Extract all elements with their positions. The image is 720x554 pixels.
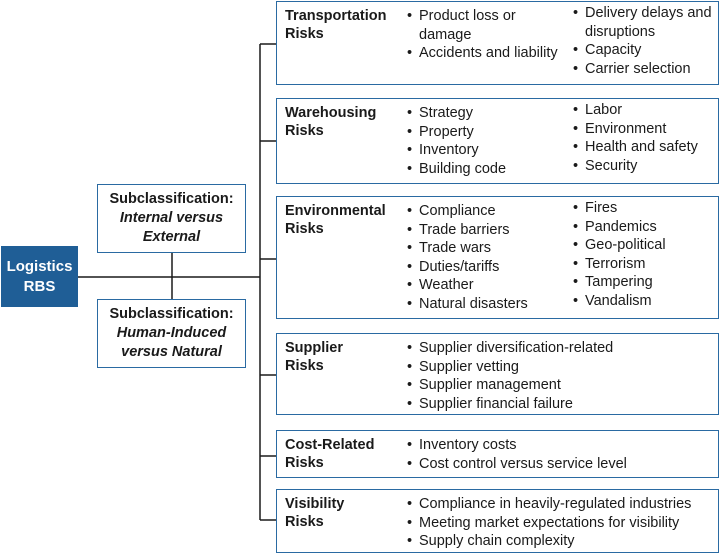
risk-list-col1: ComplianceTrade barriersTrade warsDuties… (407, 202, 562, 313)
risk-item: Security (573, 157, 718, 176)
risk-item: Terrorism (573, 255, 718, 274)
category-title: Warehousing Risks (285, 105, 377, 139)
risk-item: Weather (407, 276, 562, 295)
risk-item: Carrier selection (573, 60, 718, 79)
risk-item: Cost control versus service level (407, 455, 717, 474)
subclass-title: Subclassification: (109, 191, 234, 207)
subclass-internal-external: Subclassification: Internal versus Exter… (97, 184, 246, 253)
category-box-supplier: Supplier Risks Supplier diversification-… (276, 333, 719, 415)
risk-item: Property (407, 123, 562, 142)
category-title: Environmental Risks (285, 203, 386, 237)
category-box-cost: Cost-Related Risks Inventory costsCost c… (276, 430, 719, 478)
risk-item: Inventory costs (407, 436, 717, 455)
risk-list-col1: Compliance in heavily-regulated industri… (407, 495, 717, 551)
risk-item: Tampering (573, 273, 718, 292)
risk-list-col2: Delivery delays and disruptionsCapacityC… (573, 4, 718, 78)
risk-item: Trade barriers (407, 221, 562, 240)
risk-item: Supplier diversification-related (407, 339, 717, 358)
risk-item: Health and safety (573, 138, 718, 157)
risk-item: Fires (573, 199, 718, 218)
category-box-transportation: Transportation Risks Product loss or dam… (276, 1, 719, 85)
risk-item: Natural disasters (407, 295, 562, 314)
risk-list-col1: Supplier diversification-relatedSupplier… (407, 339, 717, 413)
risk-item: Compliance (407, 202, 562, 221)
risk-item: Labor (573, 101, 718, 120)
category-box-warehousing: Warehousing Risks StrategyPropertyInvent… (276, 98, 719, 184)
risk-item: Meeting market expectations for visibili… (407, 514, 717, 533)
risk-item: Vandalism (573, 292, 718, 311)
risk-item: Delivery delays and disruptions (573, 4, 718, 41)
risk-item: Compliance in heavily-regulated industri… (407, 495, 717, 514)
category-title: Cost-Related Risks (285, 437, 375, 471)
risk-item: Strategy (407, 104, 562, 123)
subclass-human-natural: Subclassification: Human-Induced versus … (97, 299, 246, 368)
category-title: Supplier Risks (285, 340, 344, 374)
risk-item: Supplier management (407, 376, 717, 395)
risk-list-col1: StrategyPropertyInventoryBuilding code (407, 104, 562, 178)
risk-list-col1: Inventory costsCost control versus servi… (407, 436, 717, 473)
subclass-title: Subclassification: (109, 306, 234, 322)
risk-item: Capacity (573, 41, 718, 60)
risk-item: Duties/tariffs (407, 258, 562, 277)
risk-item: Inventory (407, 141, 562, 160)
risk-item: Trade wars (407, 239, 562, 258)
category-title: Transportation Risks (285, 8, 387, 42)
risk-item: Supply chain complexity (407, 532, 717, 551)
logistics-rbs-root: Logistics RBS (1, 246, 78, 307)
subclass-subtitle: Internal versus External (119, 210, 224, 245)
risk-item: Environment (573, 120, 718, 139)
subclass-subtitle: Human-Induced versus Natural (116, 325, 227, 360)
risk-item: Supplier financial failure (407, 395, 717, 414)
risk-item: Supplier vetting (407, 358, 717, 377)
risk-item: Accidents and liability (407, 44, 562, 63)
risk-item: Pandemics (573, 218, 718, 237)
category-box-environmental: Environmental Risks ComplianceTrade barr… (276, 196, 719, 319)
risk-item: Product loss or damage (407, 7, 562, 44)
category-box-visibility: Visibility Risks Compliance in heavily-r… (276, 489, 719, 553)
risk-item: Geo-political (573, 236, 718, 255)
risk-list-col2: FiresPandemicsGeo-politicalTerrorismTamp… (573, 199, 718, 310)
category-title: Visibility Risks (285, 496, 345, 530)
risk-item: Building code (407, 160, 562, 179)
risk-list-col1: Product loss or damageAccidents and liab… (407, 7, 562, 63)
risk-list-col2: LaborEnvironmentHealth and safetySecurit… (573, 101, 718, 175)
